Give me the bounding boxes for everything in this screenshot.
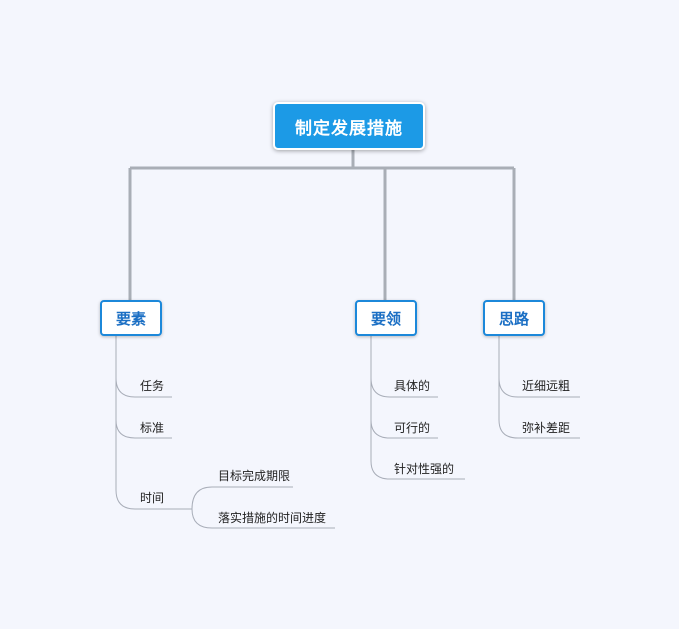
connector-shijian-luoshi	[191, 508, 335, 529]
branch-node-yaosu[interactable]: 要素	[100, 300, 162, 336]
leaf-shijian[interactable]: 时间	[140, 491, 165, 505]
branch-node-silu[interactable]: 思路	[483, 300, 545, 336]
connector-yaoling-zhendui	[370, 336, 465, 480]
leaf-biaozhun[interactable]: 标准	[140, 421, 165, 435]
trunk-connector	[128, 150, 516, 300]
leaf-kexing[interactable]: 可行的	[394, 421, 431, 435]
connector-yaosu-shijian	[115, 336, 192, 510]
leaf-luoshi-cuoshi-jindu[interactable]: 落实措施的时间进度	[218, 511, 327, 525]
leaf-zhenduixingqiang[interactable]: 针对性强的	[394, 462, 455, 476]
leaf-renwu[interactable]: 任务	[140, 379, 165, 393]
connector-shijian-mubiao	[191, 486, 293, 510]
leaf-juti[interactable]: 具体的	[394, 379, 431, 393]
root-node[interactable]: 制定发展措施	[273, 102, 425, 150]
branch-node-yaoling[interactable]: 要领	[355, 300, 417, 336]
leaf-jinxi-yuancu[interactable]: 近细远粗	[522, 379, 571, 393]
connector-silu-mibu	[498, 336, 580, 439]
leaf-mibu-chaju[interactable]: 弥补差距	[522, 421, 571, 435]
leaf-mubiao-wancheng-qixian[interactable]: 目标完成期限	[218, 469, 291, 483]
